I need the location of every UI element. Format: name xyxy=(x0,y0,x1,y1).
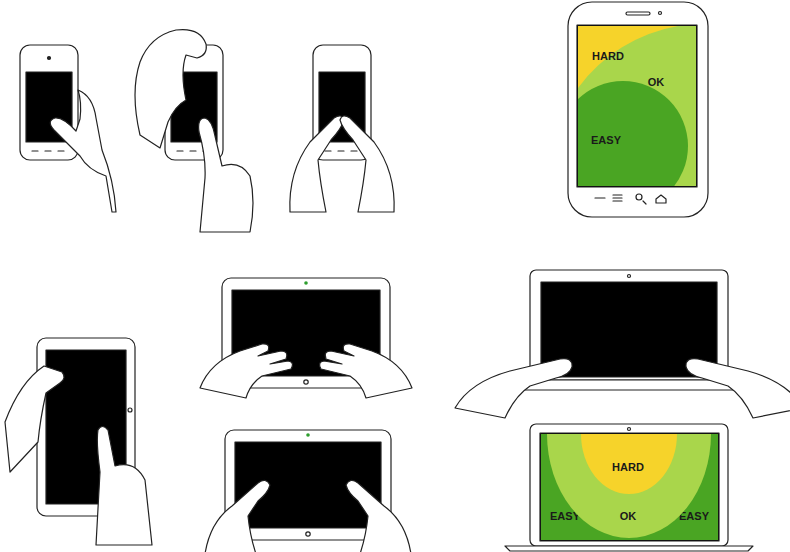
zone-fill xyxy=(547,434,711,538)
ok-zone: OK HARD xyxy=(547,434,711,540)
ok-zone: OK HARD EASY xyxy=(578,26,696,186)
zone-fill xyxy=(581,434,677,494)
phone-two-hands-pointing xyxy=(135,30,253,232)
easy-zone: EASY xyxy=(578,81,688,186)
zone-label: EASY xyxy=(591,134,621,146)
hard-zone: HARD xyxy=(581,434,677,496)
easy-zone: EASYEASYOKHARD xyxy=(541,434,718,540)
tablet-typing xyxy=(200,278,412,398)
zone-label: OK xyxy=(648,76,665,88)
zone-label: OK xyxy=(620,510,637,522)
zone-fill xyxy=(578,26,678,88)
zone-label: HARD xyxy=(612,461,644,473)
phone-two-thumbs xyxy=(290,45,394,212)
zone-shape xyxy=(578,81,688,186)
zone-label: HARD xyxy=(592,50,624,62)
zone-fill xyxy=(578,81,688,186)
laptop-zone-device xyxy=(505,424,753,551)
zone-label: EASY xyxy=(679,510,709,522)
tablet-thumbs xyxy=(205,430,411,552)
tablet-portrait xyxy=(5,338,152,545)
phone-one-hand xyxy=(20,45,116,212)
laptop-held xyxy=(455,270,790,418)
